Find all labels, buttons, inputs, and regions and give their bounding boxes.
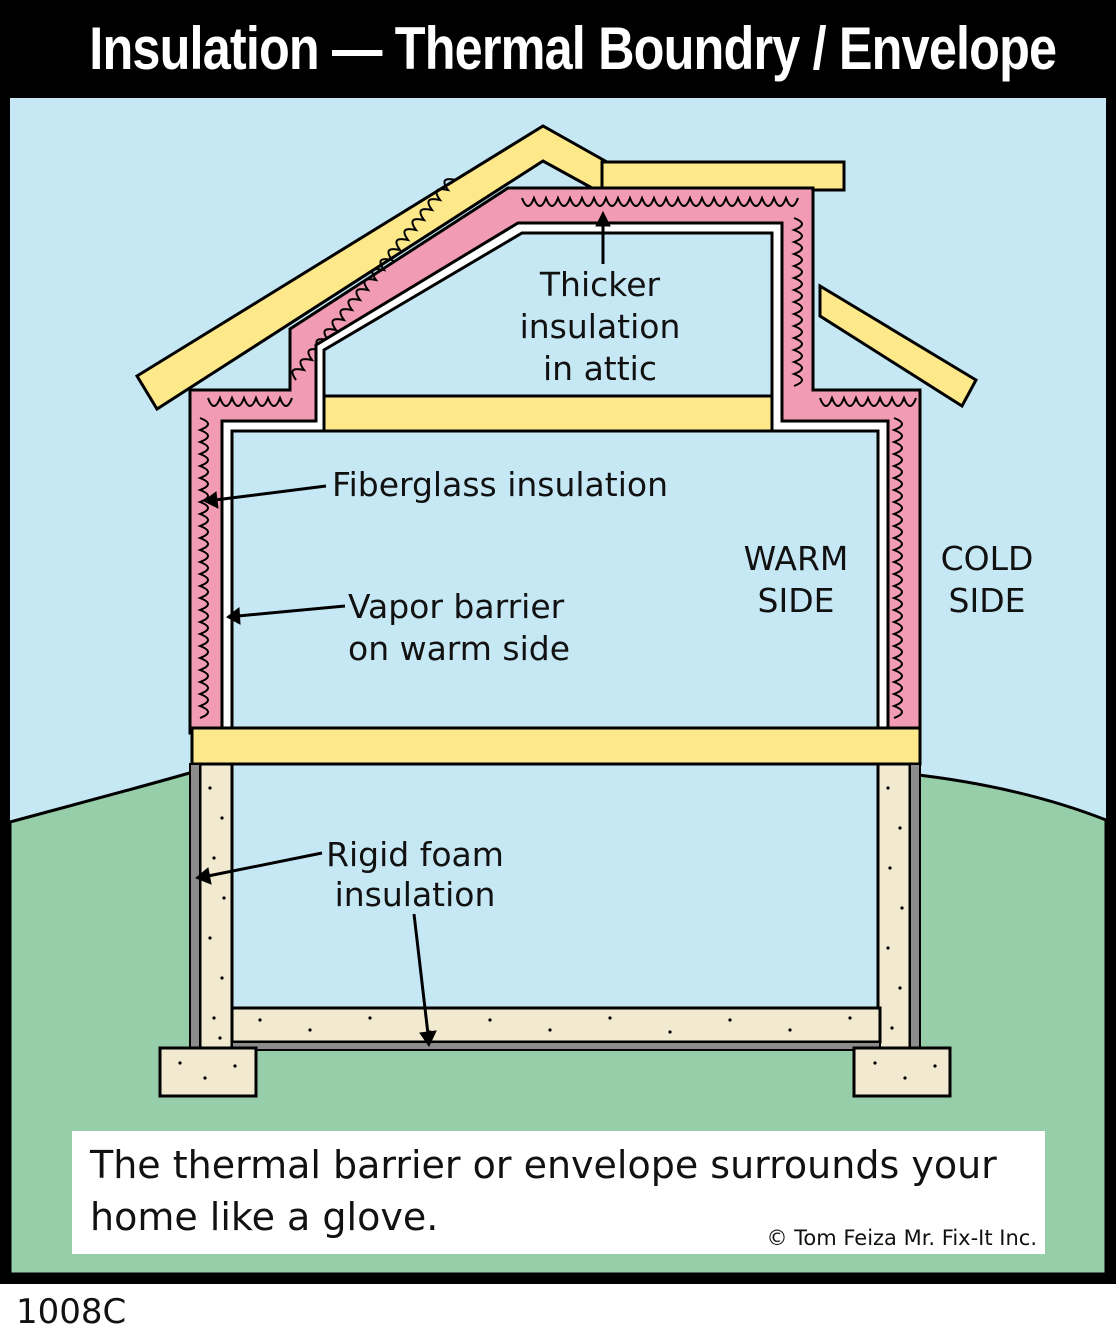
label-rigid-line-2: insulation (335, 875, 496, 914)
caption-text: The thermal barrier or envelope surround… (90, 1143, 997, 1239)
dormer-roof-plank (818, 283, 978, 409)
copyright-notice: © Tom Feiza Mr. Fix-It Inc. (766, 1226, 1037, 1250)
right-concrete-wall (909, 763, 921, 1051)
caption-box: The thermal barrier or envelope surround… (72, 1131, 1045, 1254)
label-attic-line-1: Thicker (539, 265, 661, 304)
illustration-frame: Insulation — Thermal Boundry / Envelope (0, 0, 1116, 1284)
main-floor-band (190, 726, 922, 766)
left-footing (158, 1046, 258, 1098)
label-cold-side: COLD SIDE (941, 539, 1034, 620)
label-cold-line-2: SIDE (949, 581, 1026, 620)
basement-space (230, 762, 882, 1012)
right-foam-wall (876, 762, 912, 1052)
label-vapor-line-1: Vapor barrier (348, 587, 565, 626)
label-vapor-line-2: on warm side (348, 629, 570, 668)
fiberglass-squiggles (197, 178, 917, 719)
figure-code: 1008C (16, 1292, 127, 1332)
attic-floor-joist (322, 394, 774, 433)
label-warm-side: WARM SIDE (744, 539, 849, 620)
label-attic-line-3: in attic (543, 349, 657, 388)
label-rigid-foam: Rigid foam insulation (326, 835, 504, 914)
floor-slab (231, 1041, 881, 1051)
label-attic-line-2: insulation (520, 307, 681, 346)
label-attic: Thicker insulation in attic (520, 265, 681, 388)
foam-speckles (178, 786, 937, 1080)
floor-foam-slab (230, 1006, 882, 1044)
left-concrete-wall (189, 763, 201, 1051)
house-cross-section: Thicker insulation in attic Fiberglass i… (10, 98, 1106, 1274)
right-footing (852, 1046, 952, 1098)
label-cold-line-1: COLD (941, 539, 1034, 578)
diagram-title: Insulation — Thermal Boundry / Envelope (89, 15, 1057, 82)
label-fiberglass: Fiberglass insulation (332, 465, 668, 504)
leader-arrows (195, 210, 611, 1048)
label-warm-line-2: SIDE (758, 581, 835, 620)
left-foam-wall (198, 762, 234, 1052)
label-vapor: Vapor barrier on warm side (348, 587, 570, 668)
label-rigid-line-1: Rigid foam (326, 835, 504, 874)
label-warm-line-1: WARM (744, 539, 849, 578)
upper-roof-plank (600, 160, 846, 192)
